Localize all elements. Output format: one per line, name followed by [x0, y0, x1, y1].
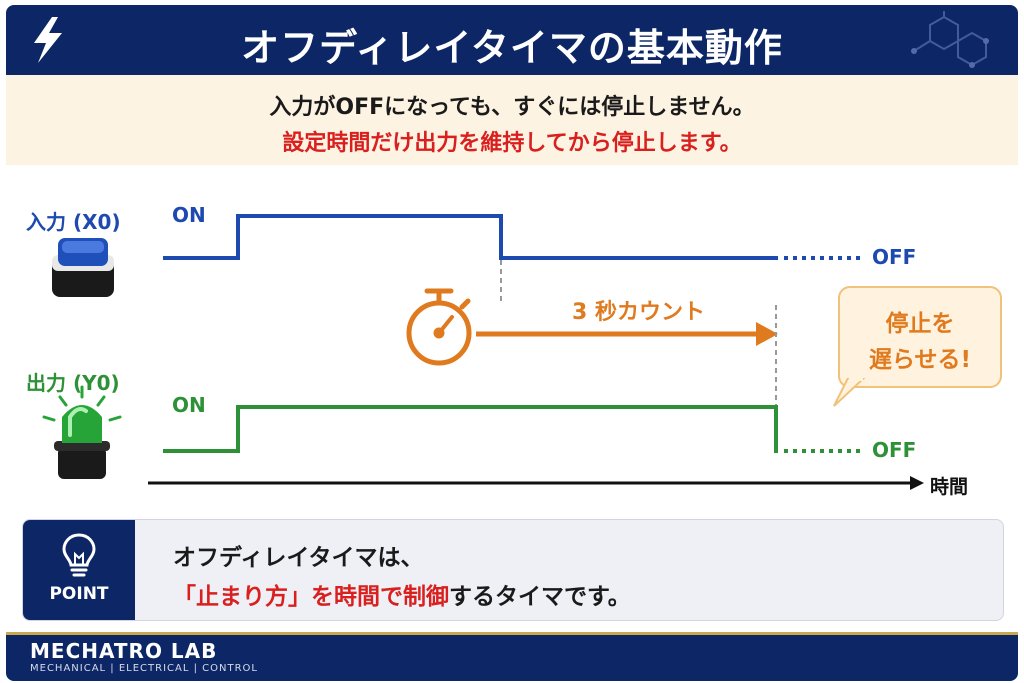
footer-bar: MECHATRO LAB MECHANICAL | ELECTRICAL | C…: [6, 632, 1018, 681]
input-signal-line: [163, 214, 778, 260]
timer-arrowhead: [756, 322, 778, 346]
output-label: 出力 (Y0): [26, 371, 120, 395]
time-axis-label: 時間: [930, 476, 969, 498]
time-axis-arrowhead: [910, 476, 924, 490]
intro-panel: 入力がOFFになっても、すぐには停止しません。 設定時間だけ出力を維持してから停…: [6, 75, 1018, 165]
intro-line-2: 設定時間だけ出力を維持してから停止します。: [282, 131, 742, 156]
callout-tail: [833, 378, 866, 407]
timer-count-label: 3 秒カウント: [572, 300, 705, 325]
page-title: オフディレイタイマの基本動作: [241, 26, 783, 70]
input-off-label: OFF: [872, 245, 917, 269]
callout-bubble: 停止を 遅らせる!: [838, 286, 1002, 388]
point-line-1: オフディレイタイマは、: [173, 545, 424, 571]
callout-line-2: 遅らせる!: [868, 347, 972, 373]
output-on-label: ON: [172, 393, 206, 417]
output-signal-line: [163, 405, 778, 453]
point-box: POINT オフディレイタイマは、 「止まり方」を時間で制御するタイマです。: [22, 519, 1004, 621]
input-on-label: ON: [172, 203, 206, 227]
output-off-label: OFF: [872, 438, 917, 462]
timing-diagram: [42, 214, 924, 490]
molecule-icon: [911, 11, 989, 68]
lightbulb-icon: [62, 533, 96, 577]
footer-tagline: MECHANICAL | ELECTRICAL | CONTROL: [30, 663, 258, 674]
point-badge: POINT: [23, 520, 135, 620]
header-bar: オフディレイタイマの基本動作: [6, 5, 1018, 75]
callout-line-1: 停止を: [885, 311, 955, 337]
point-highlight: 「止まり方」を時間で制御: [173, 584, 449, 610]
stopwatch-icon: [406, 288, 472, 366]
point-line-2-rest: するタイマです。: [449, 584, 631, 610]
footer-brand: MECHATRO LAB: [30, 639, 218, 663]
lightning-icon: [34, 17, 62, 63]
point-line-2: 「止まり方」を時間で制御するタイマです。: [173, 577, 631, 611]
input-label: 入力 (X0): [26, 210, 121, 234]
push-button-icon: [52, 238, 114, 297]
green-lamp-icon: [42, 385, 122, 479]
intro-line-1: 入力がOFFになっても、すぐには停止しません。: [269, 95, 755, 120]
point-badge-label: POINT: [49, 584, 109, 604]
